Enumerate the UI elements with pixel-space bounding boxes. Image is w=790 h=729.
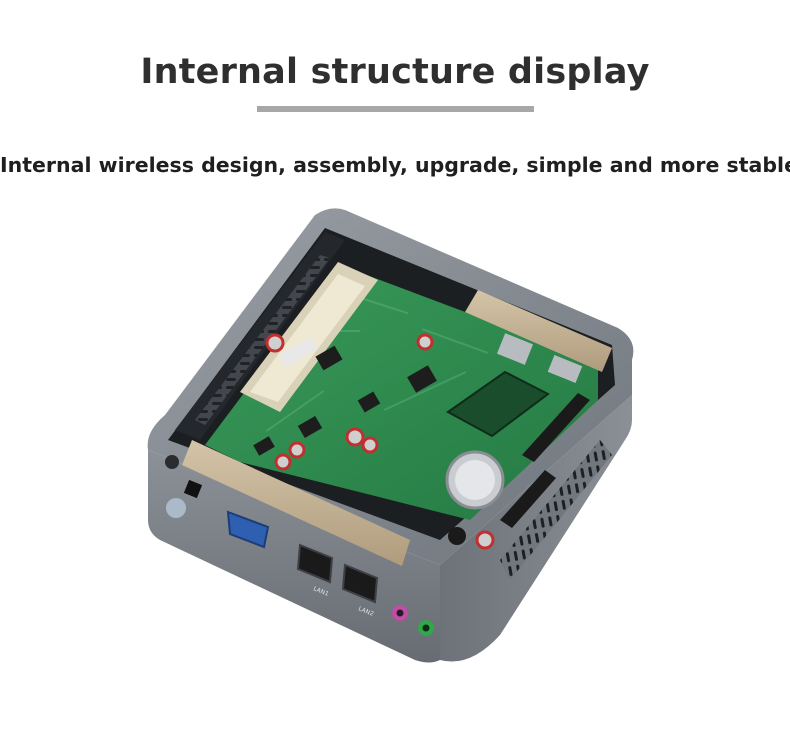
capacitors [265,333,495,550]
title-underline [257,106,534,112]
front-panel-ports: LAN1 LAN2 [165,455,434,636]
page-title: Internal structure display [140,52,650,92]
front-io-bracket [182,440,410,566]
side-vents [500,440,612,580]
page-subtitle: Internal wireless design, assembly, upgr… [0,153,790,177]
motherboard [205,262,612,550]
